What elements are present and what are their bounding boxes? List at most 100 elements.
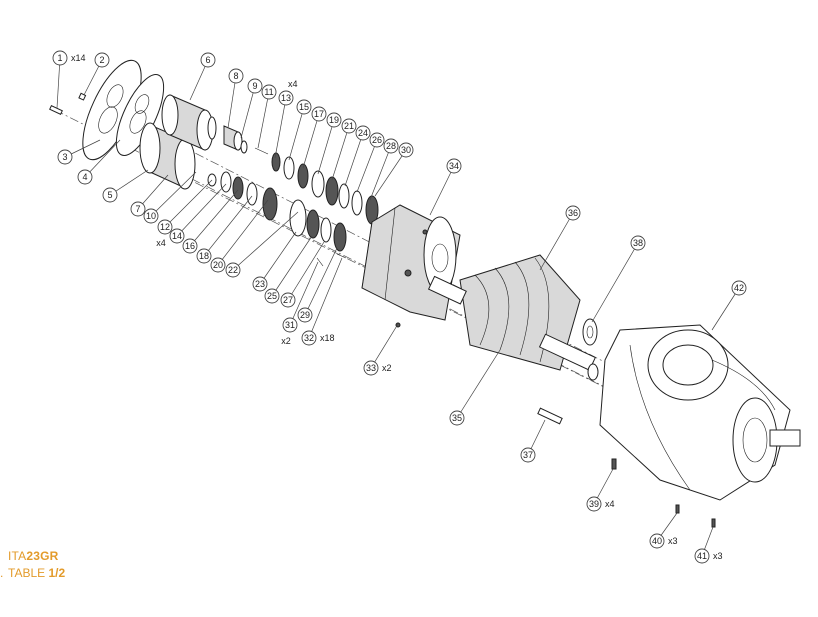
callout-bubble (130, 201, 146, 217)
callout-bubble (355, 125, 371, 141)
callout-number: 7 (135, 204, 140, 214)
callout-bubble (77, 169, 93, 185)
callout-20: 20 (210, 257, 226, 273)
callout-bubble (326, 112, 342, 128)
callout-35: 35 (449, 410, 465, 426)
callout-quantity: x3 (713, 551, 723, 561)
callout-bubble (565, 205, 581, 221)
fastener-part (611, 458, 716, 528)
leader-line-7 (137, 174, 169, 210)
screw-rotor-part (427, 254, 599, 381)
callout-number: 17 (314, 109, 324, 119)
flange-plate-part (82, 59, 165, 161)
callout-bubble (252, 276, 268, 292)
leader-line-23 (259, 231, 297, 285)
callout-3: 3 (57, 149, 73, 165)
callout-4: 4 (77, 169, 93, 185)
callout-quantity: x4 (605, 499, 615, 509)
callout-6: 6 (200, 52, 216, 68)
leader-line-4 (84, 139, 121, 178)
leader-line-19 (317, 119, 335, 175)
callout-number: 16 (185, 241, 195, 251)
callout-bubble (157, 219, 173, 235)
callout-number: 3 (62, 152, 67, 162)
leader-line-16 (189, 189, 239, 247)
callout-number: 13 (281, 93, 291, 103)
bolt-part (49, 92, 87, 116)
callout-number: 23 (255, 279, 265, 289)
leader-line-24 (344, 132, 364, 187)
callout-number: 19 (329, 115, 339, 125)
callout-42: 42 (731, 280, 747, 296)
callout-number: 30 (401, 145, 411, 155)
callout-bubble (446, 158, 462, 174)
bearing-seal-stack-part (207, 116, 379, 267)
callout-quantity: x2 (281, 336, 291, 346)
callout-number: 1 (57, 53, 62, 63)
callout-28: 28 (383, 138, 399, 154)
callout-bubble (586, 496, 602, 512)
callout-quantity: x4 (156, 238, 166, 248)
callout-22: 22 (225, 262, 241, 278)
callout-number: 8 (233, 71, 238, 81)
callout-number: 31 (285, 320, 295, 330)
callout-40: 40 (649, 533, 665, 549)
callout-number: 40 (652, 536, 662, 546)
callout-bubble (102, 187, 118, 203)
callout-13: 13 (278, 90, 294, 106)
callout-10: 10 (143, 208, 159, 224)
leader-line-33 (370, 323, 399, 369)
callout-bubble (264, 288, 280, 304)
callout-number: 32 (304, 333, 314, 343)
leader-line-35 (456, 349, 501, 419)
callout-bubble (57, 149, 73, 165)
model-label: ITA23GR (8, 549, 59, 563)
leader-line-12 (164, 179, 213, 228)
callout-number: 6 (205, 55, 210, 65)
callout-5: 5 (102, 187, 118, 203)
callout-11: 11 (261, 84, 277, 100)
leader-line-21 (331, 125, 350, 181)
callout-bubble (369, 132, 385, 148)
callout-number: 28 (386, 141, 396, 151)
callout-bubble (182, 238, 198, 254)
callout-bubble (278, 90, 294, 106)
callout-number: 5 (107, 190, 112, 200)
callout-bubble (261, 84, 277, 100)
callout-number: 33 (366, 363, 376, 373)
callout-bubble (398, 142, 414, 158)
callout-number: 42 (734, 283, 744, 293)
leader-line-30 (374, 149, 407, 197)
callout-15: 15 (296, 99, 312, 115)
callout-bubble (301, 330, 317, 346)
callout-32: 32 (301, 330, 317, 346)
leader-line-34 (429, 165, 455, 216)
callout-41: 41 (694, 548, 710, 564)
callout-16: 16 (182, 238, 198, 254)
callout-number: 21 (344, 121, 354, 131)
callout-19: 19 (326, 112, 342, 128)
callout-number: 27 (283, 295, 293, 305)
leader-line-32 (308, 257, 343, 339)
callout-number: 24 (358, 128, 368, 138)
callout-bubble (520, 447, 536, 463)
leader-line-18 (203, 195, 253, 257)
callout-bubble (280, 292, 296, 308)
callout-31: 31 (282, 317, 298, 333)
callout-number: 4 (82, 172, 87, 182)
table-label: TABLE 1/2 (8, 566, 66, 580)
leader-line-8 (227, 75, 237, 129)
callout-29: 29 (297, 307, 313, 323)
shaft-seal-part (582, 318, 598, 346)
callout-bubble (296, 99, 312, 115)
callout-8: 8 (228, 68, 244, 84)
callout-bubble (228, 68, 244, 84)
callout-number: 34 (449, 161, 459, 171)
callout-bubble (282, 317, 298, 333)
callout-2: 2 (94, 52, 110, 68)
main-housing-part (599, 324, 801, 501)
callout-number: 41 (697, 551, 707, 561)
callout-bubble (52, 50, 68, 66)
leader-line-20 (217, 199, 269, 266)
callout-number: 29 (300, 310, 310, 320)
